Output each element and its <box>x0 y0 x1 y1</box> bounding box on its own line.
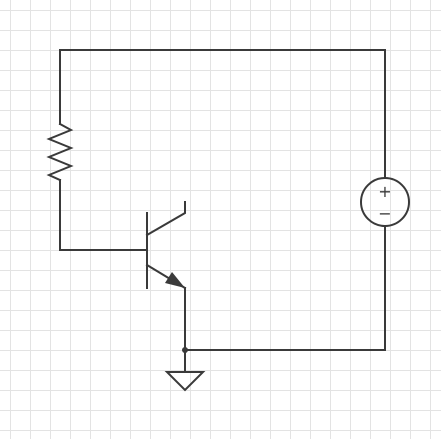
ground-symbol[interactable] <box>164 349 206 392</box>
emitter-arrow-icon <box>165 272 185 288</box>
voltage-source-circle <box>360 177 410 227</box>
plus-sign: + <box>378 182 391 201</box>
voltage-source[interactable]: + − <box>360 177 410 227</box>
minus-sign: − <box>378 204 391 223</box>
resistor[interactable] <box>46 122 74 182</box>
npn-transistor[interactable] <box>145 201 187 290</box>
transistor-collector <box>145 201 186 237</box>
ground-triangle-icon <box>164 371 206 392</box>
